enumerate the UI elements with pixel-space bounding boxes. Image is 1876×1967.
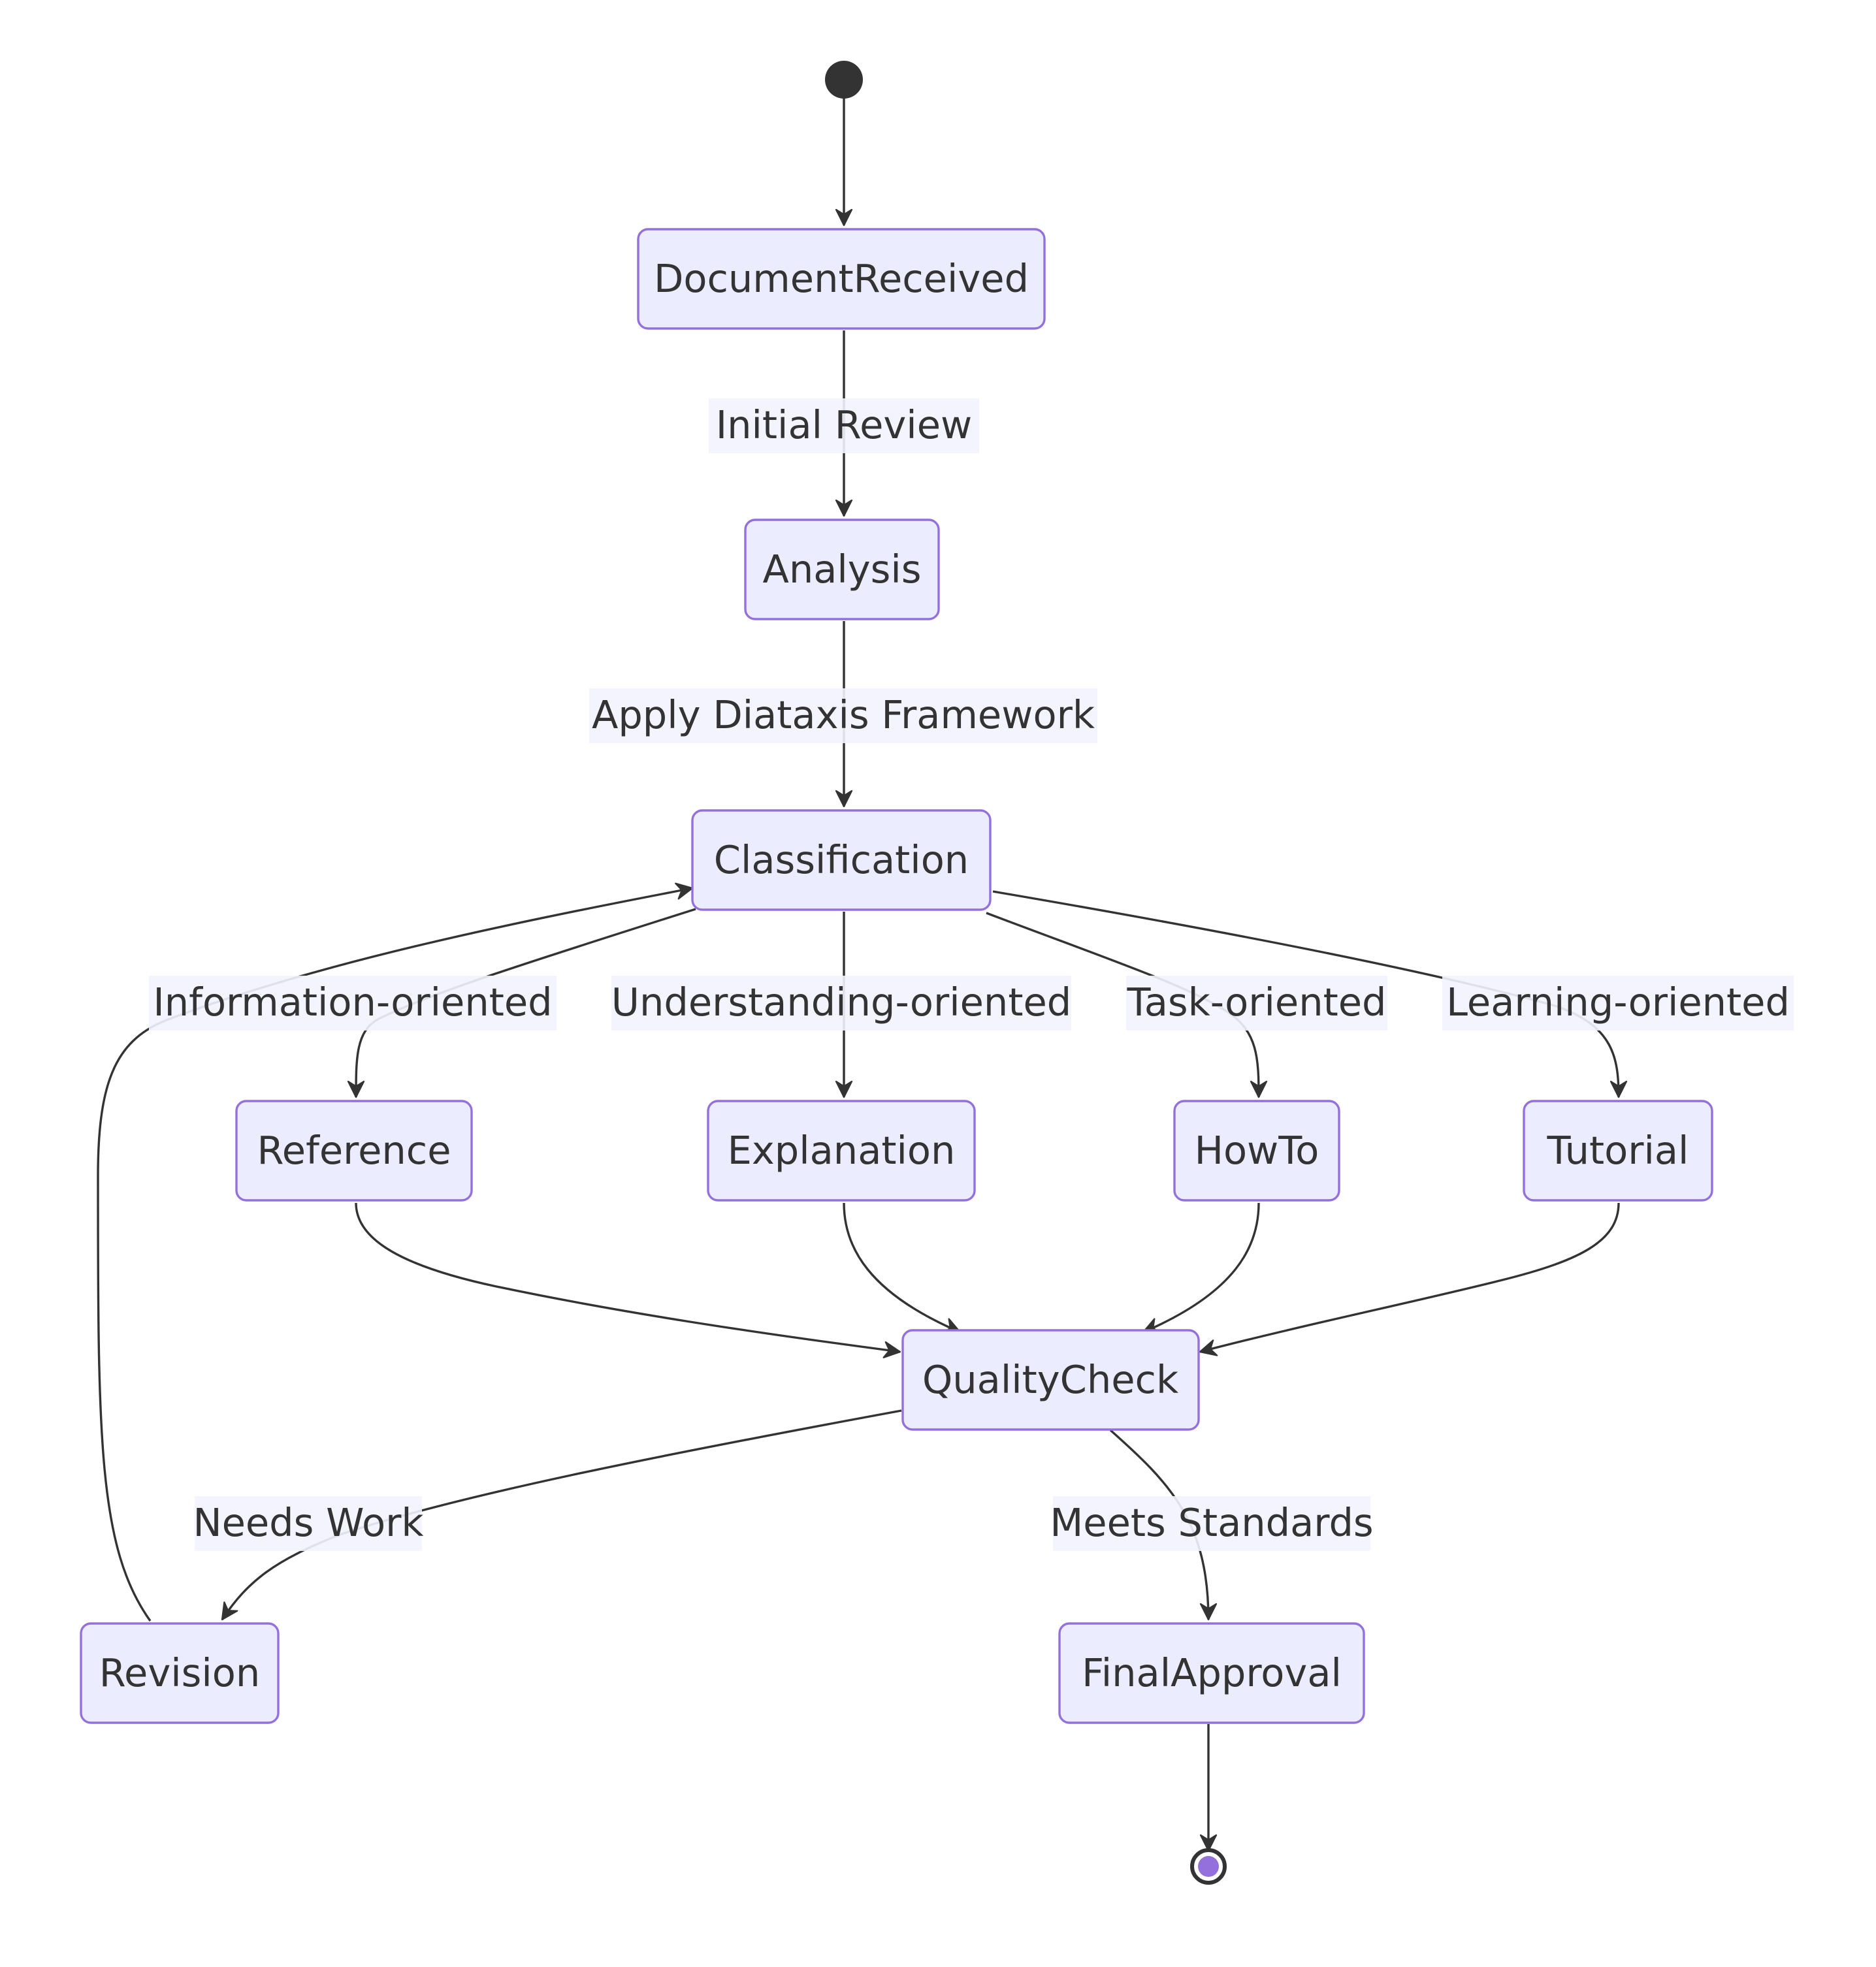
state-finalapproval[interactable]: FinalApproval [1058,1622,1365,1724]
state-howto[interactable]: HowTo [1173,1100,1340,1202]
label-learning-oriented: Learning-oriented [1442,976,1794,1031]
state-finalapproval-label: FinalApproval [1082,1650,1342,1695]
state-qualitycheck-label: QualityCheck [922,1357,1178,1402]
label-needs-work-text: Needs Work [193,1500,423,1545]
state-reference[interactable]: Reference [235,1100,473,1202]
state-reference-label: Reference [257,1128,451,1173]
state-explanation[interactable]: Explanation [707,1100,976,1202]
label-needs-work: Needs Work [193,1496,424,1551]
state-revision-label: Revision [99,1650,261,1695]
label-understanding-oriented: Understanding-oriented [611,976,1071,1031]
label-initial-review-text: Initial Review [716,402,973,447]
state-documentreceived-label: DocumentReceived [654,256,1029,301]
label-meets-standards-text: Meets Standards [1050,1500,1373,1545]
state-revision[interactable]: Revision [80,1622,280,1724]
state-classification[interactable]: Classification [691,809,992,911]
label-meets-standards: Meets Standards [1050,1496,1374,1551]
label-task-oriented-text: Task-oriented [1126,980,1386,1025]
edge-reference-to-qualitycheck [355,1202,901,1358]
label-information-oriented: Information-oriented [149,976,557,1031]
state-analysis-label: Analysis [762,547,921,592]
state-documentreceived[interactable]: DocumentReceived [637,228,1046,330]
label-apply-diataxis-text: Apply Diataxis Framework [592,692,1095,737]
state-howto-label: HowTo [1195,1128,1319,1173]
state-qualitycheck[interactable]: QualityCheck [901,1329,1200,1431]
label-apply-diataxis: Apply Diataxis Framework [589,688,1097,743]
edges [97,95,1628,1852]
start-state [825,61,863,99]
label-information-oriented-text: Information-oriented [153,980,552,1025]
edge-howto-to-qualitycheck [1142,1202,1260,1334]
state-tutorial[interactable]: Tutorial [1523,1100,1713,1202]
state-classification-label: Classification [714,837,969,882]
edge-explanation-to-qualitycheck [843,1202,962,1334]
label-task-oriented: Task-oriented [1126,976,1387,1031]
end-state [1190,1848,1227,1885]
label-initial-review: Initial Review [709,398,979,453]
label-learning-oriented-text: Learning-oriented [1446,980,1790,1025]
edge-labels: Initial Review Apply Diataxis Framework … [149,398,1794,1551]
state-explanation-label: Explanation [728,1128,956,1173]
edge-revision-to-classification [97,882,694,1622]
state-tutorial-label: Tutorial [1547,1128,1689,1173]
label-understanding-oriented-text: Understanding-oriented [611,980,1071,1025]
state-analysis[interactable]: Analysis [744,519,940,620]
edge-tutorial-to-qualitycheck [1199,1202,1620,1356]
